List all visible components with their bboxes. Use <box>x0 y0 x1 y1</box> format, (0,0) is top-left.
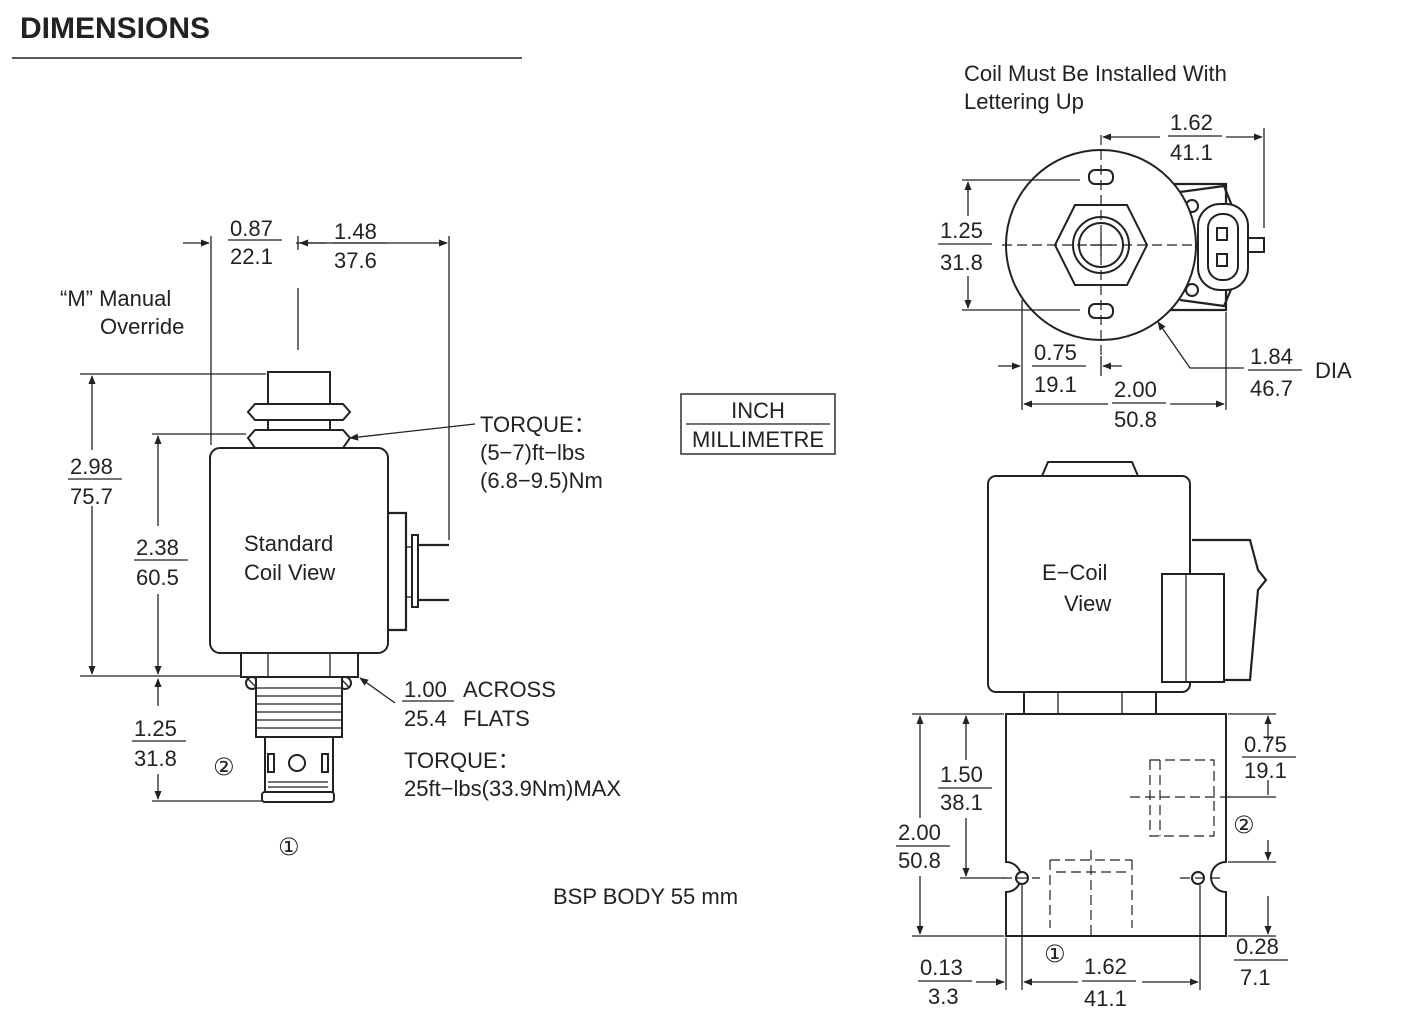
tv-dim-200-in: 2.00 <box>1114 377 1157 402</box>
dim-148-mm: 37.6 <box>334 248 377 273</box>
ec-dim-162-mm: 41.1 <box>1084 986 1127 1011</box>
manual-override-label-1: “M” Manual <box>60 286 171 311</box>
standard-coil-label-2: Coil View <box>244 560 335 585</box>
legend-inch: INCH <box>731 398 785 423</box>
ec-dim-150-in: 1.50 <box>940 762 983 787</box>
ecoil-connector <box>1192 538 1268 682</box>
dim-087-mm: 22.1 <box>230 244 273 269</box>
tv-dim-162-mm: 41.1 <box>1170 140 1213 165</box>
ec-dim-075-mm: 19.1 <box>1244 758 1287 783</box>
dim-087-in: 0.87 <box>230 216 273 241</box>
unit-legend: INCH MILLIMETRE <box>680 393 836 455</box>
ec-dim-028-mm: 7.1 <box>1240 965 1271 990</box>
dim-298-in: 2.98 <box>70 454 113 479</box>
ec-dim-150-mm: 38.1 <box>940 790 983 815</box>
tv-dim-075-in: 0.75 <box>1034 340 1077 365</box>
torque-top-label-1: TORQUE： <box>480 412 596 437</box>
dim-100-in: 1.00 <box>404 677 447 702</box>
standard-coil-label-1: Standard <box>244 531 333 556</box>
lower-nut <box>246 429 352 449</box>
ecoil-connector-plug <box>1161 573 1225 683</box>
torque-bottom-label-1: TORQUE： <box>404 748 520 773</box>
tv-dim-125-mm: 31.8 <box>940 250 983 275</box>
install-note-2: Lettering Up <box>964 89 1084 114</box>
tv-dim-162-in: 1.62 <box>1170 110 1213 135</box>
across-flats-leader <box>359 677 396 704</box>
port-1-marker-right: ① <box>1044 941 1066 968</box>
ec-dim-013-mm: 3.3 <box>928 984 959 1009</box>
dim-238-in: 2.38 <box>136 535 179 560</box>
tv-dim-200-mm: 50.8 <box>1114 407 1157 432</box>
ecoil-neck <box>1023 691 1157 715</box>
tv-dim-075-mm: 19.1 <box>1034 372 1077 397</box>
torque-top-label-2: (5−7)ft−lbs <box>480 440 585 465</box>
dia-label: DIA <box>1315 358 1352 383</box>
ecoil-view: E−Coil View ② ① <box>896 461 1296 1011</box>
connector-housing <box>388 511 408 632</box>
port-1-marker-left: ① <box>278 834 300 861</box>
manual-override-knob <box>267 371 331 405</box>
ec-dim-200-in: 2.00 <box>898 820 941 845</box>
ecoil-label-2: View <box>1064 591 1111 616</box>
dim-125-in: 1.25 <box>134 716 177 741</box>
port-2-marker-right: ② <box>1233 812 1255 839</box>
upper-nut <box>246 403 352 421</box>
ec-dim-013-in: 0.13 <box>920 955 963 980</box>
dim-100-mm: 25.4 <box>404 706 447 731</box>
ec-dim-075-in: 0.75 <box>1244 732 1287 757</box>
threaded-stem <box>255 676 343 738</box>
port-2-hidden <box>1149 759 1215 837</box>
bsp-body-note: BSP BODY 55 mm <box>553 884 738 909</box>
page-title: DIMENSIONS <box>20 12 210 45</box>
standard-coil-view: Standard Coil View “M” Manual Override T… <box>60 216 621 861</box>
ec-dim-028-in: 0.28 <box>1236 934 1279 959</box>
dim-298-mm: 75.7 <box>70 484 113 509</box>
across-flats-label-2: FLATS <box>463 706 530 731</box>
legend-millimetre: MILLIMETRE <box>692 427 824 452</box>
across-flats-label-1: ACROSS <box>463 677 556 702</box>
ec-dim-200-mm: 50.8 <box>898 848 941 873</box>
ec-dim-162-in: 1.62 <box>1084 954 1127 979</box>
port-2-marker-left: ② <box>213 754 235 781</box>
cartridge-port <box>288 754 306 772</box>
ecoil-label-1: E−Coil <box>1042 560 1107 585</box>
torque-bottom-label-2: 25ft−lbs(33.9Nm)MAX <box>404 776 621 801</box>
left-extension-lines <box>80 236 450 802</box>
dim-148-in: 1.48 <box>334 219 377 244</box>
torque-top-leader <box>349 423 476 441</box>
manual-override-label-2: Override <box>100 314 184 339</box>
tv-dim-184-in: 1.84 <box>1250 344 1293 369</box>
port-1-hidden <box>1049 859 1133 928</box>
coil-top-view: Coil Must Be Installed With Lettering Up <box>938 61 1352 432</box>
hex-base <box>240 652 359 678</box>
manifold-body <box>1005 713 1227 937</box>
tv-dim-184-mm: 46.7 <box>1250 376 1293 401</box>
torque-top-label-3: (6.8−9.5)Nm <box>480 468 603 493</box>
dim-238-mm: 60.5 <box>136 565 179 590</box>
install-note-1: Coil Must Be Installed With <box>964 61 1227 86</box>
dim-125-mm: 31.8 <box>134 746 177 771</box>
tv-dim-125-in: 1.25 <box>940 218 983 243</box>
ecoil-top-nut <box>1040 461 1140 477</box>
dia-leader <box>1157 321 1244 369</box>
